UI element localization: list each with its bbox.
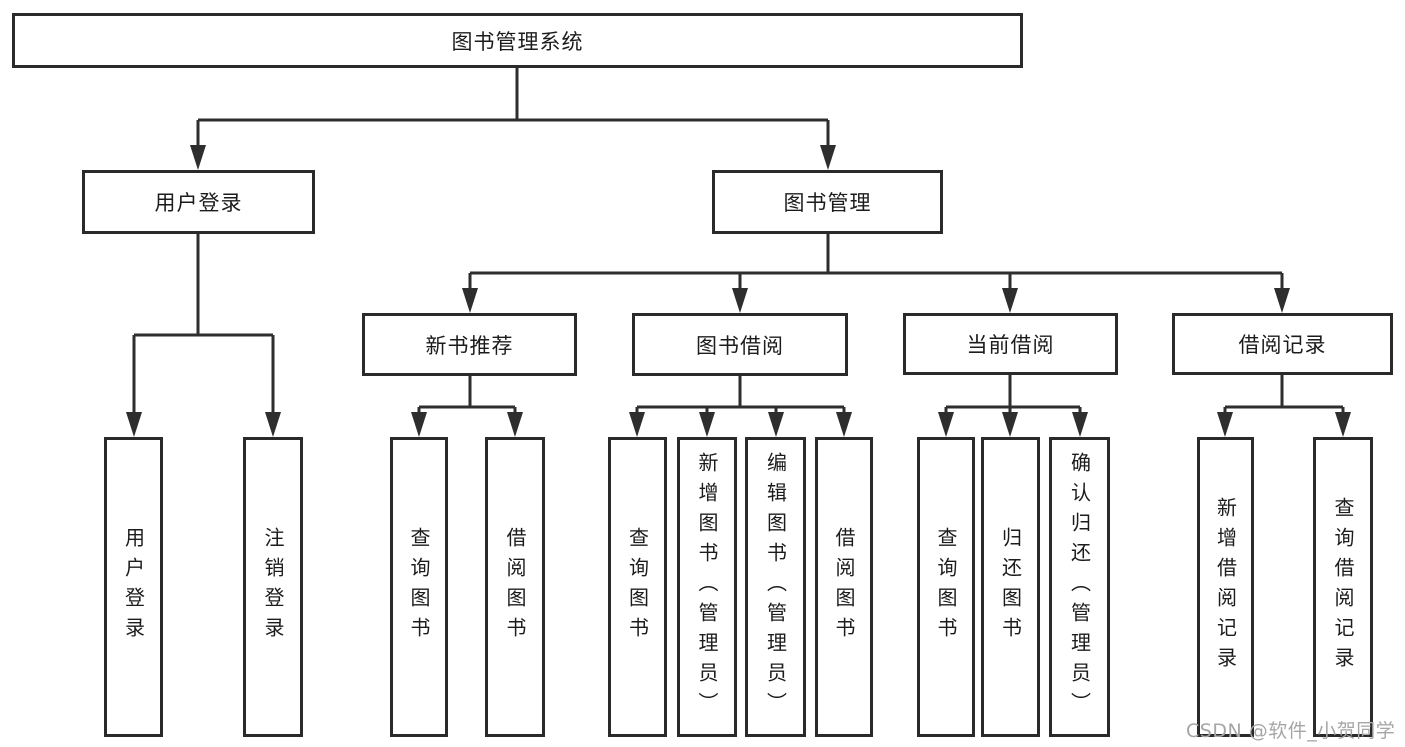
arrow-down-icon [732,288,748,313]
node-borrowing-records: 借阅记录 [1172,313,1393,375]
arrow-down-icon [768,412,784,437]
arrow-down-icon [1002,288,1018,313]
arrow-down-icon [126,412,142,437]
node-leaf-query-borrow-record: 查询借阅记录 [1313,437,1373,737]
node-leaf-user-login: 用户登录 [104,437,163,737]
node-label: 查询图书 [625,527,650,647]
arrow-down-icon [1002,412,1018,437]
node-label: 查询图书 [407,527,431,647]
node-leaf-confirm-return-admin: 确认归还（管理员） [1049,437,1110,737]
arrow-down-icon [938,412,954,437]
node-leaf-query-books-current: 查询图书 [917,437,975,737]
node-new-book-recommend: 新书推荐 [362,313,577,376]
node-leaf-borrow-books: 借阅图书 [815,437,873,737]
node-label: 借阅图书 [503,527,527,647]
node-label: 用户登录 [121,527,146,647]
node-leaf-query-books-recommend: 查询图书 [390,437,448,737]
node-label: 新增图书（管理员） [695,452,719,722]
arrow-down-icon [507,412,523,437]
node-label: 当前借阅 [966,333,1055,357]
node-label: 图书管理 [783,191,872,215]
node-label: 新增借阅记录 [1213,497,1238,677]
arrow-down-icon [411,412,427,437]
arrow-down-icon [1217,412,1233,437]
node-label: 新书推荐 [425,333,514,358]
arrow-down-icon [1335,412,1351,437]
node-book-borrowing: 图书借阅 [632,313,848,376]
arrow-down-icon [265,412,281,437]
arrow-down-icon [836,412,852,437]
arrow-down-icon [190,145,206,170]
node-label: 用户登录 [154,191,243,215]
arrow-down-icon [1072,412,1088,437]
arrow-down-icon [629,412,645,437]
node-label: 确认归还（管理员） [1067,452,1092,722]
node-label: 图书借阅 [696,333,784,358]
csdn-watermark: CSDN @软件_小贺同学 [1186,720,1396,742]
node-label: 注销登录 [261,527,285,647]
node-leaf-add-book-admin: 新增图书（管理员） [677,437,737,737]
node-label: 查询借阅记录 [1331,497,1355,677]
node-leaf-return-book: 归还图书 [981,437,1040,737]
node-user-login: 用户登录 [82,170,315,234]
node-leaf-edit-book-admin: 编辑图书（管理员） [745,437,806,737]
node-leaf-logout: 注销登录 [243,437,303,737]
arrow-down-icon [1274,288,1290,313]
node-leaf-query-books-borrow: 查询图书 [608,437,667,737]
node-label: 图书管理系统 [451,29,584,54]
node-label: 借阅图书 [832,527,856,647]
arrow-down-icon [462,288,478,313]
node-leaf-borrow-books-recommend: 借阅图书 [485,437,545,737]
node-label: 查询图书 [934,527,958,647]
node-leaf-add-borrow-record: 新增借阅记录 [1197,437,1254,737]
node-label: 编辑图书（管理员） [763,452,788,722]
arrow-down-icon [699,412,715,437]
arrow-down-icon [820,145,836,170]
node-book-management: 图书管理 [712,170,943,234]
node-label: 借阅记录 [1238,333,1327,357]
node-root-system: 图书管理系统 [12,13,1023,68]
node-current-borrowing: 当前借阅 [903,313,1118,375]
node-label: 归还图书 [998,527,1023,647]
